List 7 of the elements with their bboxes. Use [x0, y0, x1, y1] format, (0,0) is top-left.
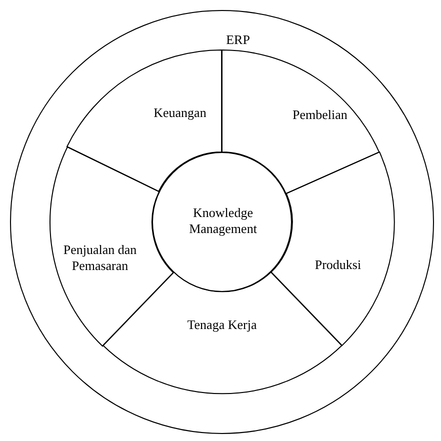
- segment-label: Produksi: [314, 256, 362, 274]
- segment-label: Penjualan dan Pemasaran: [62, 242, 138, 274]
- segment-label: Pembelian: [292, 106, 348, 124]
- segment-label: Knowledge Management: [188, 204, 258, 238]
- segment-label: Keuangan: [154, 104, 206, 122]
- title-label: ERP: [226, 32, 250, 48]
- segment-label: Tenaga Kerja: [187, 316, 257, 334]
